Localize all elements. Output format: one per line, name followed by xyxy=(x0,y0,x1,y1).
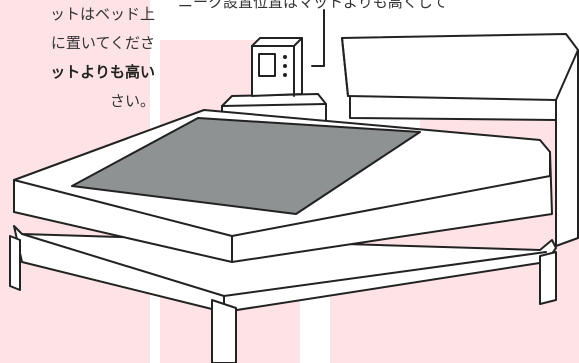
bed-leg-left xyxy=(10,236,20,290)
leader-line xyxy=(312,10,324,66)
control-unit-icon xyxy=(252,38,302,96)
bed-leg-right xyxy=(540,252,556,304)
bed-leg-front xyxy=(212,300,236,363)
